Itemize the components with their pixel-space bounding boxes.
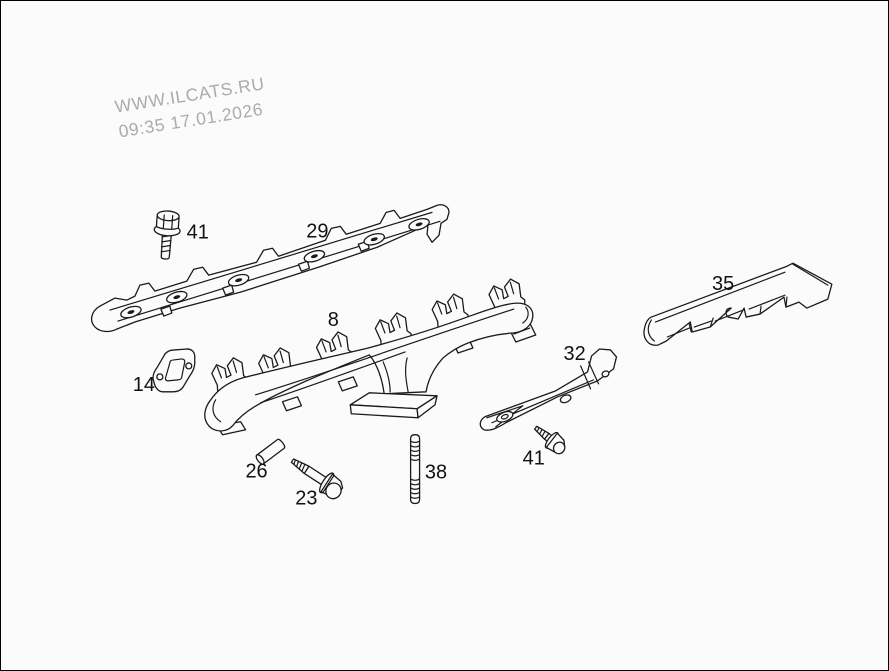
callout-41-lower[interactable]: 41: [523, 448, 545, 470]
part-drawing-heat-shield-35: [643, 262, 833, 346]
part-drawing-bolt-41-lower: [533, 425, 566, 455]
part-drawing-manifold-8: [204, 276, 537, 436]
part-drawing-bolt-41-upper: [153, 210, 181, 260]
part-drawing-stud-38: [409, 434, 421, 505]
part-drawing-bracket-32: [479, 348, 618, 431]
callout-14[interactable]: 14: [133, 374, 155, 396]
callout-35[interactable]: 35: [712, 273, 734, 295]
part-drawing-gasket-14: [152, 348, 196, 393]
callout-41-upper[interactable]: 41: [187, 221, 209, 243]
callout-23[interactable]: 23: [295, 487, 317, 509]
part-drawing-pin-26: [255, 438, 286, 465]
callout-38[interactable]: 38: [425, 462, 447, 484]
part-drawing-bolt-23: [290, 458, 344, 500]
part-drawing-heat-shield-29: [90, 204, 450, 333]
callout-32[interactable]: 32: [564, 343, 586, 365]
callout-8[interactable]: 8: [328, 309, 339, 331]
callout-26[interactable]: 26: [245, 461, 267, 483]
callout-29[interactable]: 29: [306, 220, 328, 242]
